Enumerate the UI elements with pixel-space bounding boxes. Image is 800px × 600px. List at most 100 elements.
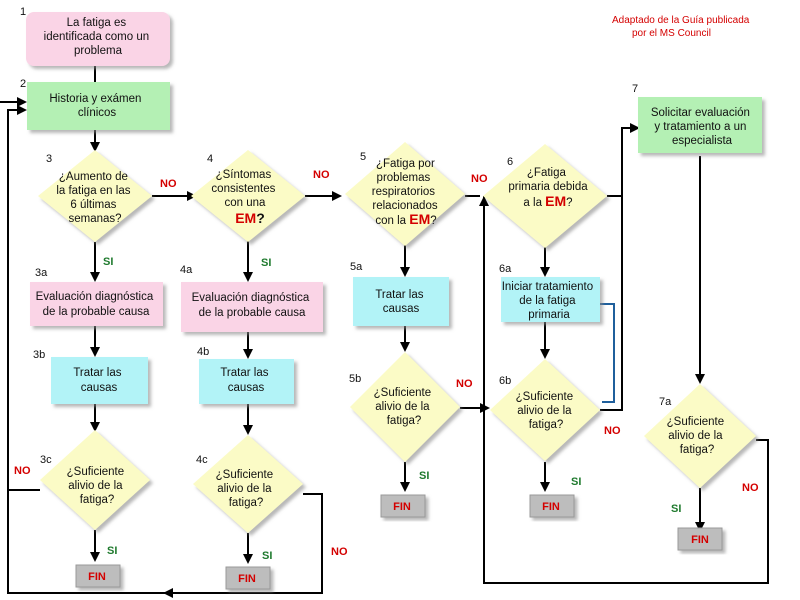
decision-6b-text-3: fatiga? [529,419,564,431]
end-box-6b [529,494,575,518]
decision-4-text-2: consistentes [211,183,275,195]
step-number-3b: 3b [33,349,45,361]
decision-3c-text-3: fatiga? [80,494,115,506]
end-label-3c: FIN [88,571,106,583]
decision-6b-text-1: ¿Suficiente [516,391,574,403]
label-no-3: NO [160,178,177,190]
step-6a-text-1: Iniciar tratamiento [502,281,593,293]
step-4b-text-2: causas [228,382,265,394]
step-2-text-2: clínicos [78,107,117,119]
svg-text:Tratar las causas: Tratar las causas [375,289,426,315]
label-si-7a: SI [671,503,681,515]
step-6a-text-3: primaria [528,309,570,321]
label-no-3c: NO [14,465,31,477]
decision-5b [350,352,460,462]
decision-5b-text-2: alivio de la [375,401,430,413]
step-5a-text-1: Tratar las [375,289,423,301]
decision-3-text-3: 6 últimas [70,199,116,211]
decision-3-text-1: ¿Aumento de [59,171,128,183]
step-3b-text-1: Tratar las [73,367,121,379]
decision-5-prefix: con la [375,215,409,227]
decision-5-em: EM [409,211,430,227]
step-number-2: 2 [20,78,26,90]
decision-3c-text-2: alivio de la [68,480,123,492]
step-number-3a: 3a [35,267,48,279]
step-number-3c: 3c [40,454,52,466]
step-7-text-1: Solicitar evaluación [651,107,750,119]
svg-text:¿Fatiga primaria debida: ¿Fatiga primaria debida [508,167,588,193]
decision-4c [193,435,303,533]
svg-text:¿Fatiga por problemas: ¿Fatiga por problemas respiratorios rela… [372,158,438,212]
step-5a-text-2: causas [383,303,420,315]
label-no-6b: NO [604,425,621,437]
svg-text:Tratar las causas: Tratar las causas [220,367,271,394]
end-label-7a: FIN [691,534,709,546]
svg-text:Solicitar evaluación y tra: Solicitar evaluación y tratamiento a un … [651,107,753,147]
step-number-1: 1 [20,6,26,18]
svg-text:¿Suficiente alivio de la: ¿Suficiente alivio de la fatiga? [374,387,435,427]
decision-5-text-1: ¿Fatiga por [376,158,435,170]
svg-text:Historia y exámen clínicos: Historia y exámen clínicos [49,93,144,119]
decision-4c-text-2: alivio de la [217,483,272,495]
end-label-6b: FIN [542,501,560,513]
svg-text:Evaluación diagnóstica de: Evaluación diagnóstica de la probable ca… [36,291,157,318]
svg-text:con la EM?: con la EM? [375,211,436,227]
decision-6b [490,359,600,461]
step-4a-text-1: Evaluación diagnóstica [192,292,310,304]
label-si-4: SI [261,257,271,269]
step-1-box [26,12,170,66]
step-2-text-1: Historia y exámen [49,93,141,105]
step-3a-text-2: de la probable causa [43,306,150,318]
label-no-5: NO [471,173,488,185]
decision-5 [345,142,465,246]
svg-text:EM?: EM? [235,210,265,226]
step-1-text-3: problema [74,45,123,57]
step-4b-text-1: Tratar las [220,367,268,379]
decision-5-text-3: respiratorios [372,186,436,198]
decision-4 [191,150,305,242]
step-number-5a: 5a [350,261,363,273]
step-3a-text-1: Evaluación diagnóstica [36,291,154,303]
step-4b-box [199,359,294,404]
decision-7a [644,384,756,488]
step-number-6a: 6a [499,263,512,275]
decision-3c [40,430,150,530]
decision-3c-text-1: ¿Suficiente [67,466,125,478]
step-4a-text-2: de la probable causa [199,307,306,319]
end-label-5b: FIN [393,501,411,513]
svg-text:¿Suficiente alivio de la: ¿Suficiente alivio de la fatiga? [67,466,128,506]
label-si-5b: SI [419,470,429,482]
label-no-5b: NO [456,378,473,390]
decision-7a-text-2: alivio de la [668,430,723,442]
decision-3-text-2: la fatiga en las [56,185,130,197]
label-si-3c: SI [107,545,117,557]
end-box-4c [225,566,271,590]
step-2-box [27,82,170,130]
svg-text:Iniciar tratamiento de la: Iniciar tratamiento de la fatiga primari… [502,281,597,321]
decision-6-em: EM [545,193,566,209]
decision-6 [483,144,607,248]
end-box-5b [380,494,426,518]
label-si-4c: SI [262,550,272,562]
step-number-4b: 4b [197,346,209,358]
step-number-6b: 6b [499,375,511,387]
decision-4c-text-1: ¿Suficiente [216,469,274,481]
step-1-text-2: identificada como un [44,31,149,43]
label-no-4: NO [313,169,330,181]
end-label-4c: FIN [238,573,256,585]
decision-6b-text-2: alivio de la [517,405,572,417]
step-7-text-2: y tratamiento a un [654,121,746,133]
step-3a-box [30,282,163,326]
decision-6-text-2: primaria debida [508,181,588,193]
decision-4-tail: ? [256,210,265,226]
label-no-7a: NO [742,482,759,494]
step-5a-box [353,277,449,326]
svg-text:a la EM?: a la EM? [523,193,572,209]
svg-text:¿Suficiente alivio de la: ¿Suficiente alivio de la fatiga? [516,391,577,431]
step-7-box [638,97,762,153]
step-number-4: 4 [207,153,213,165]
step-3b-box [51,357,148,404]
decision-7a-text-3: fatiga? [680,444,715,456]
step-4a-box [181,282,323,332]
svg-text:Evaluación diagnóstica de: Evaluación diagnóstica de la probable ca… [192,292,313,319]
